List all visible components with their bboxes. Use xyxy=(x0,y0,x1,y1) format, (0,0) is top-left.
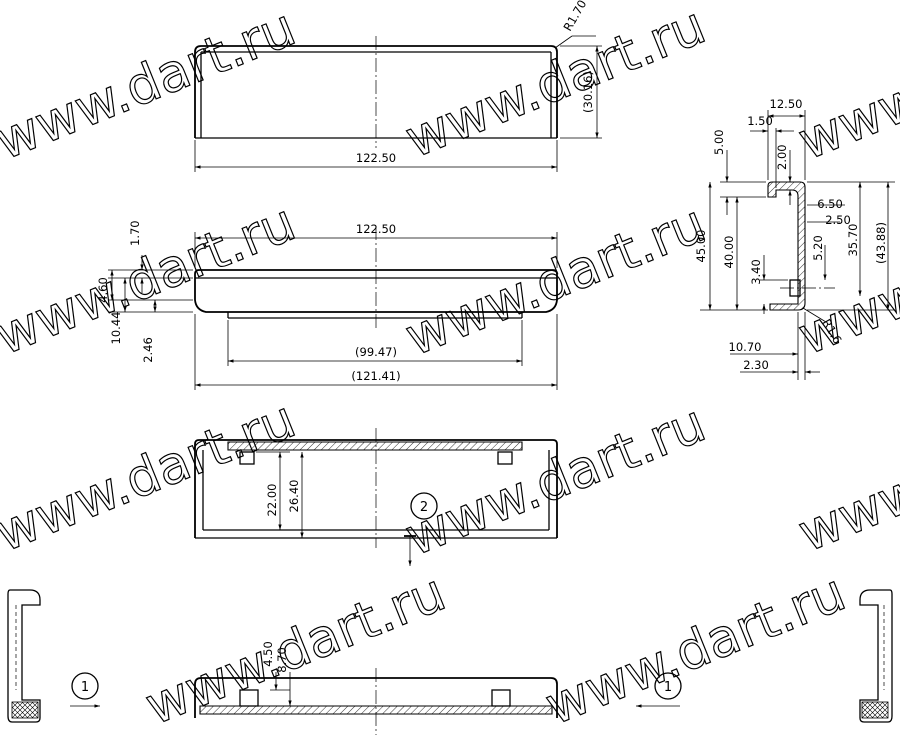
watermark: www.dart.ru xyxy=(397,394,713,568)
bottom-d870: 8.70 xyxy=(275,647,289,673)
section-callout: 2 xyxy=(420,500,428,515)
bottom-callout-right: 1 xyxy=(664,680,672,695)
front-d4: 2.46 xyxy=(141,337,155,363)
watermark: www.dart.ru xyxy=(397,0,713,170)
bottom-d450: 4.50 xyxy=(261,641,275,667)
view-profile: 12.50 1.50 5.00 2.00 6.50 2.50 5.20 35.7… xyxy=(694,97,895,380)
profile-d650: 6.50 xyxy=(817,197,843,211)
watermark: www.dart.ru xyxy=(790,390,900,564)
watermark: www.dart.ru xyxy=(537,563,853,735)
top-width-dim: 122.50 xyxy=(356,151,396,165)
profile-d4000: 40.00 xyxy=(722,236,736,269)
front-d2: 4.60 xyxy=(96,277,110,303)
bottom-right-bracket xyxy=(859,589,893,723)
front-inner-dim: (99.47) xyxy=(355,345,397,359)
profile-d250: 2.50 xyxy=(825,213,851,227)
bottom-callout-left: 1 xyxy=(81,680,89,695)
section-d2200: 22.00 xyxy=(265,484,279,517)
front-d3: 10.44 xyxy=(109,312,123,345)
front-total-dim: (121.41) xyxy=(351,369,400,383)
view-section: 22.00 26.40 2 xyxy=(194,428,558,566)
profile-d500: 5.00 xyxy=(712,129,726,155)
view-bottom: 4.50 8.70 1 1 xyxy=(7,589,893,735)
profile-d4500: 45.00 xyxy=(694,230,708,263)
top-height-dim: (30.16) xyxy=(581,71,595,113)
profile-section xyxy=(767,181,806,311)
section-callout-circle xyxy=(410,492,438,520)
watermark: www.dart.ru xyxy=(790,0,900,172)
profile-d520: 5.20 xyxy=(811,235,825,261)
section-lid xyxy=(227,441,523,451)
profile-d230: 2.30 xyxy=(743,358,769,372)
profile-d340: 3.40 xyxy=(749,259,763,285)
front-overall-dim: 122.50 xyxy=(356,222,396,236)
profile-d4388: (43.88) xyxy=(874,222,888,264)
section-d2640: 26.40 xyxy=(287,480,301,513)
watermark: www.dart.ru xyxy=(397,194,713,368)
front-d1: 1.70 xyxy=(128,220,142,246)
top-radius-dim: R1.70 xyxy=(560,0,589,33)
profile-d200: 2.00 xyxy=(775,144,789,170)
watermark: www.dart.ru xyxy=(0,0,304,172)
profile-top-width: 12.50 xyxy=(770,97,803,111)
view-front: 122.50 (99.47) (121.41) 1.70 4.60 10.44 … xyxy=(96,220,558,390)
profile-lip: 1.50 xyxy=(747,114,773,128)
profile-d3570: 35.70 xyxy=(846,224,860,257)
profile-d1070: 10.70 xyxy=(729,340,762,354)
bottom-left-bracket xyxy=(7,589,41,723)
